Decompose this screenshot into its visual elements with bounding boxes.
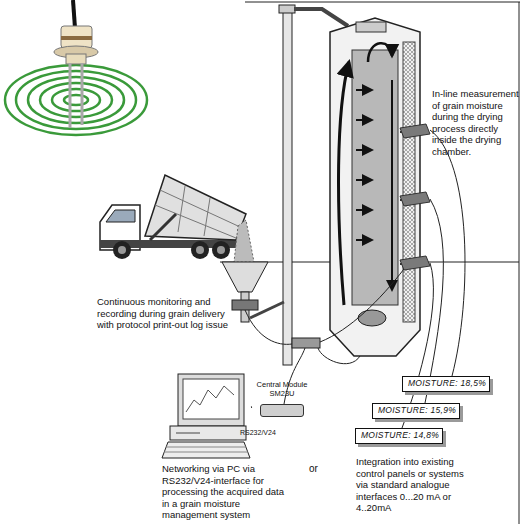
truck-wheel bbox=[212, 241, 230, 259]
module-housing bbox=[260, 404, 304, 417]
elevator-pole bbox=[283, 10, 292, 365]
sensor-box bbox=[400, 192, 430, 206]
elevator-head bbox=[279, 5, 295, 13]
wheel-hub bbox=[196, 246, 204, 254]
signal-ring bbox=[5, 65, 147, 135]
truck-window bbox=[106, 210, 135, 222]
frame-line bbox=[519, 2, 520, 524]
pc-keyboard bbox=[162, 442, 250, 458]
signal-ring bbox=[16, 71, 136, 129]
node-text: RS232/V24 bbox=[240, 429, 300, 437]
probe-rod bbox=[81, 63, 84, 125]
sensor-box bbox=[400, 256, 430, 270]
frame-line bbox=[245, 2, 520, 3]
node-text: MOISTURE: 15,9% bbox=[373, 406, 461, 416]
dryer-column bbox=[352, 50, 398, 305]
moisture-sensors bbox=[400, 124, 430, 270]
keyboard-keys bbox=[164, 447, 248, 452]
moisture-display: MOISTURE: 15,9% bbox=[372, 403, 460, 419]
pc-screen bbox=[183, 379, 239, 419]
connector-cable bbox=[251, 406, 252, 408]
node-text: Central Module SM23U bbox=[252, 381, 312, 398]
node-text: MOISTURE: 18,5% bbox=[403, 379, 491, 389]
signal-ring bbox=[64, 95, 88, 105]
intake-pit bbox=[222, 262, 268, 292]
probe-cable bbox=[73, 0, 75, 28]
moisture-display: MOISTURE: 14,8% bbox=[355, 428, 443, 444]
air-flow-arrows bbox=[356, 80, 392, 290]
air-flow-arrow bbox=[391, 80, 393, 290]
signal-wire bbox=[320, 269, 404, 342]
signal-wire bbox=[425, 199, 443, 403]
dump-bed-ribs bbox=[155, 186, 238, 238]
junction-box bbox=[292, 338, 320, 348]
sensor-box bbox=[400, 124, 430, 138]
signal-wire bbox=[318, 348, 360, 364]
probe-body bbox=[66, 54, 86, 64]
air-flow-arrow bbox=[356, 119, 372, 121]
central-module: Central Module SM23U bbox=[252, 381, 312, 421]
signal-wire bbox=[430, 130, 465, 376]
air-flow-arrow bbox=[356, 149, 372, 151]
signal-rings bbox=[5, 65, 147, 135]
hydraulic-ram bbox=[150, 214, 176, 240]
dryer-fan bbox=[358, 310, 386, 326]
wheel-hub bbox=[118, 246, 126, 254]
air-flow-arrow bbox=[339, 62, 349, 305]
probe-cap bbox=[61, 26, 92, 48]
callout-note: Networking via PC via RS232/V24-interfac… bbox=[162, 463, 286, 521]
callout-note: Integration into existing control panels… bbox=[356, 456, 474, 514]
pc-unit bbox=[170, 426, 246, 440]
signal-ring bbox=[28, 77, 124, 123]
moisture-display: MOISTURE: 18,5% bbox=[402, 376, 490, 392]
conveyor bbox=[250, 302, 284, 318]
air-flow-arrow bbox=[356, 179, 372, 181]
feed-pipe bbox=[294, 9, 348, 26]
or-label: or bbox=[309, 463, 329, 475]
truck-wheel bbox=[191, 241, 209, 259]
air-flow-arrow bbox=[368, 43, 392, 62]
air-flow-arrow bbox=[356, 209, 372, 211]
wheel-hub bbox=[217, 246, 225, 254]
truck-wheel bbox=[113, 241, 131, 259]
callout-note: Continuous monitoring and recording duri… bbox=[97, 296, 229, 331]
pc-monitor bbox=[178, 374, 244, 426]
node-text: MOISTURE: 14,8% bbox=[356, 431, 444, 441]
signal-ring bbox=[40, 83, 112, 117]
dryer-mesh bbox=[403, 42, 415, 322]
probe-band bbox=[61, 36, 92, 40]
signal-ring bbox=[52, 89, 100, 111]
dryer-hood bbox=[356, 22, 386, 32]
disk-slot bbox=[176, 433, 200, 434]
air-flow-arrow bbox=[356, 239, 372, 241]
falling-grain bbox=[234, 220, 254, 262]
delivery-sensor bbox=[232, 300, 258, 310]
screen-graph bbox=[186, 386, 234, 412]
air-flow-arrow bbox=[356, 89, 372, 91]
probe-rod bbox=[69, 63, 72, 128]
signal-wire bbox=[245, 310, 292, 344]
dryer-body bbox=[330, 18, 420, 356]
dump-bed bbox=[145, 175, 246, 240]
pc-workstation: RS232/V24 bbox=[163, 372, 251, 460]
callout-note: In-line measurement of grain moisture du… bbox=[432, 88, 522, 157]
